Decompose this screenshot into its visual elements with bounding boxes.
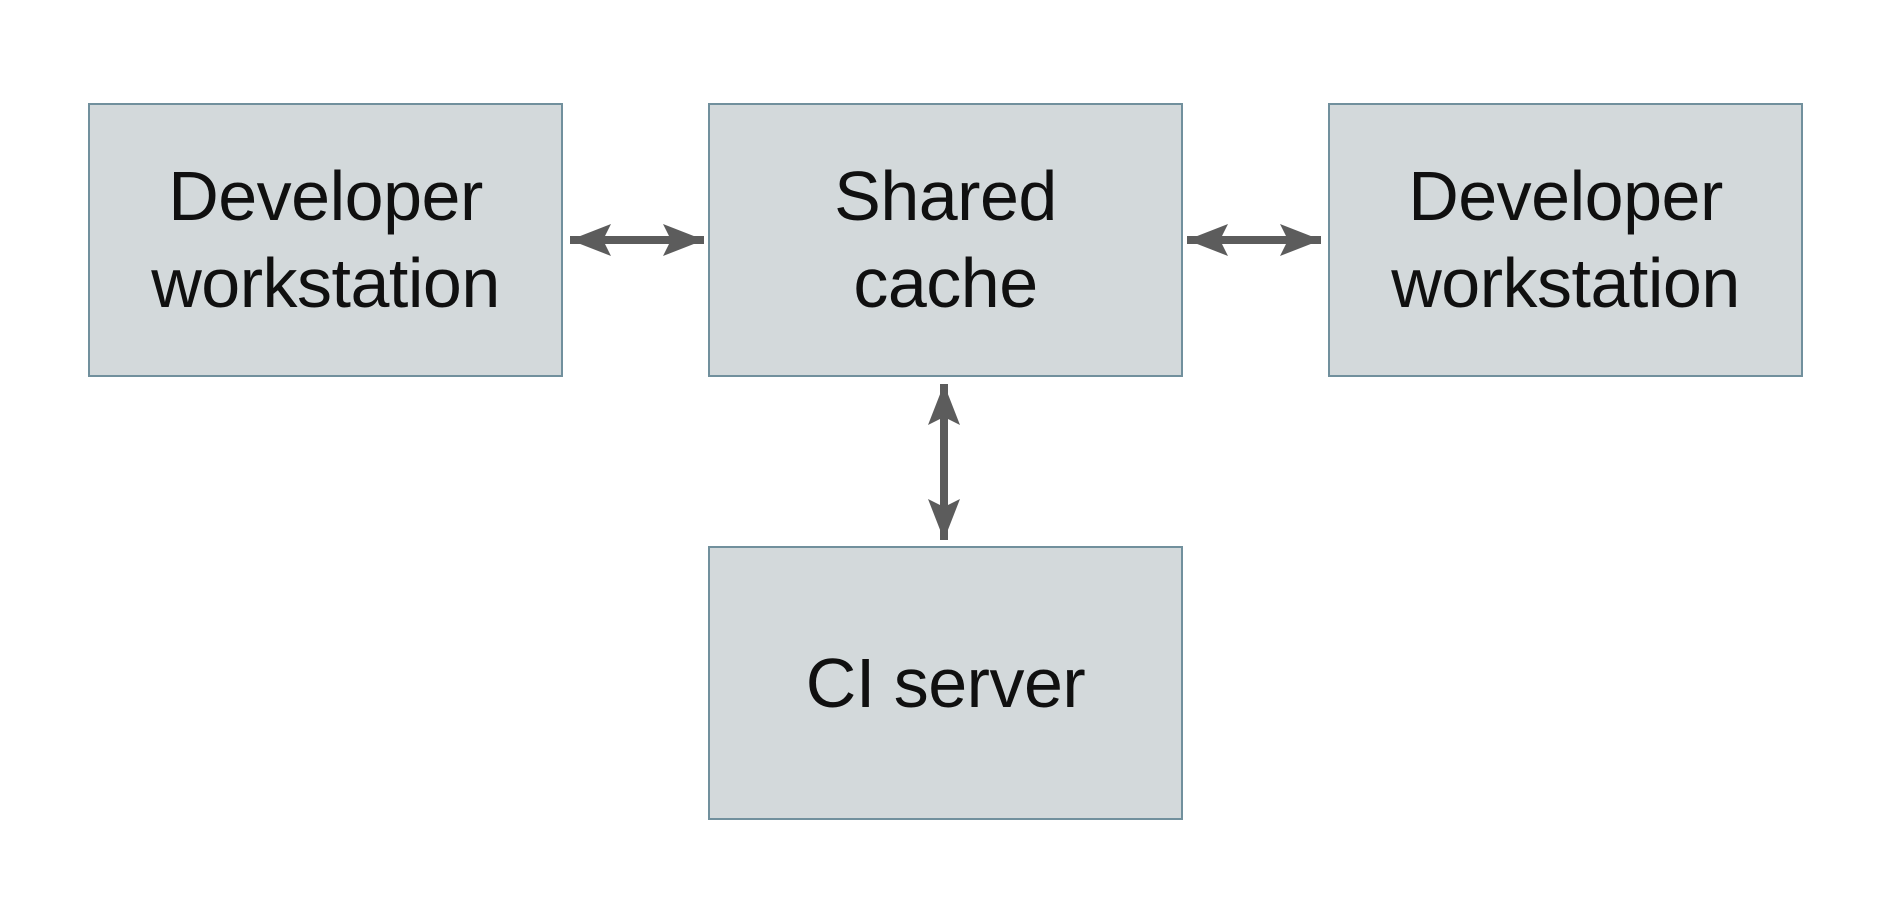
node-label-line: cache bbox=[853, 244, 1038, 322]
node-shared-cache: Shared cache bbox=[708, 103, 1183, 377]
node-developer-workstation-right: Developer workstation bbox=[1328, 103, 1803, 377]
node-label-line: workstation bbox=[1391, 244, 1740, 322]
node-label-line: Shared bbox=[834, 157, 1057, 235]
node-label-line: workstation bbox=[151, 244, 500, 322]
node-label-line: Developer bbox=[1408, 157, 1723, 235]
node-developer-workstation-left: Developer workstation bbox=[88, 103, 563, 377]
node-ci-server: CI server bbox=[708, 546, 1183, 820]
node-label-line: CI server bbox=[805, 643, 1086, 722]
node-label-line: Developer bbox=[168, 157, 483, 235]
